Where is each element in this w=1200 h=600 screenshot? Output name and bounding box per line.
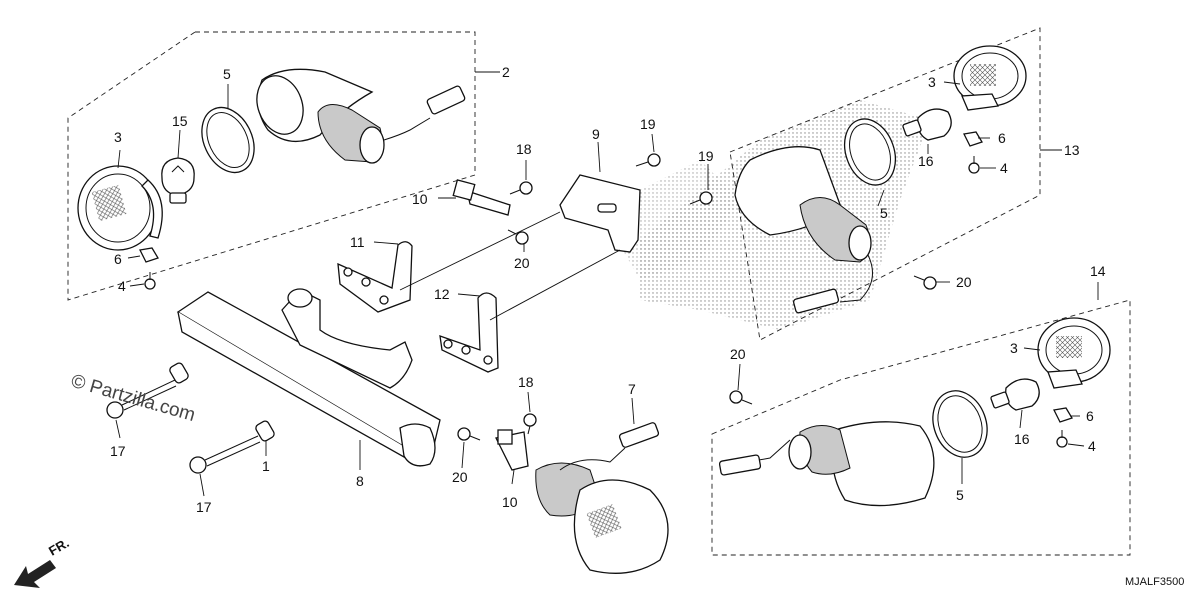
- callout-16-lower: 16: [1014, 431, 1030, 447]
- callout-4-right-lower: 4: [1088, 438, 1096, 454]
- diagram-code: MJALF3500: [1125, 576, 1184, 588]
- bolt-20d[interactable]: [729, 390, 753, 405]
- bracket-9[interactable]: [559, 174, 641, 253]
- bolt-20b[interactable]: [913, 275, 937, 290]
- callout-2: 2: [502, 64, 510, 80]
- callout-20-c: 20: [730, 346, 746, 362]
- callout-4-left: 4: [118, 278, 126, 294]
- nut-6b[interactable]: [963, 131, 983, 147]
- lens-right-lower[interactable]: [1037, 317, 1111, 389]
- bolt-20c[interactable]: [457, 427, 481, 441]
- bracket-10a[interactable]: [452, 179, 511, 216]
- screw-4a[interactable]: [144, 272, 156, 290]
- screw-4b[interactable]: [968, 156, 980, 174]
- callout-17-a: 17: [110, 443, 126, 459]
- nut-6c[interactable]: [1053, 407, 1073, 423]
- callout-5-lower: 5: [956, 487, 964, 503]
- front-label: FR.: [46, 535, 72, 558]
- bar-8[interactable]: [176, 288, 441, 467]
- bolt-19a[interactable]: [635, 153, 661, 167]
- lens-right-upper[interactable]: [953, 45, 1027, 111]
- gasket-ring-5b[interactable]: [836, 112, 904, 192]
- callout-13: 13: [1064, 142, 1080, 158]
- bolt-18a[interactable]: [509, 181, 533, 195]
- callout-3-left: 3: [114, 129, 122, 145]
- callout-labels: 2 3 15 5 6 4 13 3 6 4 16 5 14 3 6 4 16 5…: [110, 64, 1106, 515]
- callout-10-a: 10: [412, 191, 428, 207]
- callout-17-b: 17: [196, 499, 212, 515]
- callout-20-d: 20: [452, 469, 468, 485]
- front-direction-indicator: FR.: [14, 535, 72, 588]
- group-box-2: [67, 31, 476, 301]
- screw-4c[interactable]: [1056, 430, 1068, 448]
- bulb-16a[interactable]: [902, 108, 952, 141]
- callout-6-right-upper: 6: [998, 130, 1006, 146]
- bracket-10b[interactable]: [495, 429, 529, 471]
- gasket-ring-5a[interactable]: [192, 99, 264, 181]
- callout-10-b: 10: [502, 494, 518, 510]
- callout-16-upper: 16: [918, 153, 934, 169]
- bulb-15[interactable]: [161, 157, 195, 204]
- callout-3-right-lower: 3: [1010, 340, 1018, 356]
- callout-6-right-lower: 6: [1086, 408, 1094, 424]
- callout-3-right-upper: 3: [928, 74, 936, 90]
- callout-14: 14: [1090, 263, 1106, 279]
- bolt-19b[interactable]: [689, 191, 713, 205]
- callout-19-b: 19: [698, 148, 714, 164]
- callout-6-left: 6: [114, 251, 122, 267]
- leader-lines: [115, 71, 1099, 497]
- callout-7: 7: [628, 381, 636, 397]
- callout-9: 9: [592, 126, 600, 142]
- bracket-11[interactable]: [337, 241, 413, 313]
- bulb-16b[interactable]: [990, 378, 1040, 411]
- housing-right-14[interactable]: [718, 421, 935, 507]
- callout-5-left: 5: [223, 66, 231, 82]
- callout-18-a: 18: [516, 141, 532, 157]
- callout-12: 12: [434, 286, 450, 302]
- bolt-18b[interactable]: [523, 413, 537, 435]
- gasket-ring-5c[interactable]: [924, 383, 996, 465]
- collar-1b[interactable]: [254, 420, 275, 443]
- callout-18-b: 18: [518, 374, 534, 390]
- callout-11: 11: [350, 234, 365, 250]
- bolt-17a[interactable]: [106, 379, 177, 419]
- callout-15: 15: [172, 113, 188, 129]
- collar-1a[interactable]: [168, 362, 189, 385]
- callout-20-b: 20: [956, 274, 972, 290]
- nut-6a[interactable]: [139, 247, 159, 263]
- lens-left[interactable]: [77, 165, 163, 251]
- bolt-20a[interactable]: [507, 229, 529, 245]
- callout-20-a: 20: [514, 255, 530, 271]
- front-arrow-icon: [14, 560, 56, 588]
- housing-right-13[interactable]: [734, 146, 873, 314]
- housing-left[interactable]: [249, 68, 466, 164]
- group-box-14: [711, 299, 1131, 556]
- callout-19-a: 19: [640, 116, 656, 132]
- signal-lower-center[interactable]: [535, 422, 669, 574]
- callout-4-right-upper: 4: [1000, 160, 1008, 176]
- callout-1: 1: [262, 458, 270, 474]
- bracket-12[interactable]: [439, 292, 499, 373]
- callout-8: 8: [356, 473, 364, 489]
- callout-5-right-upper: 5: [880, 205, 888, 221]
- bolt-17b[interactable]: [189, 435, 261, 474]
